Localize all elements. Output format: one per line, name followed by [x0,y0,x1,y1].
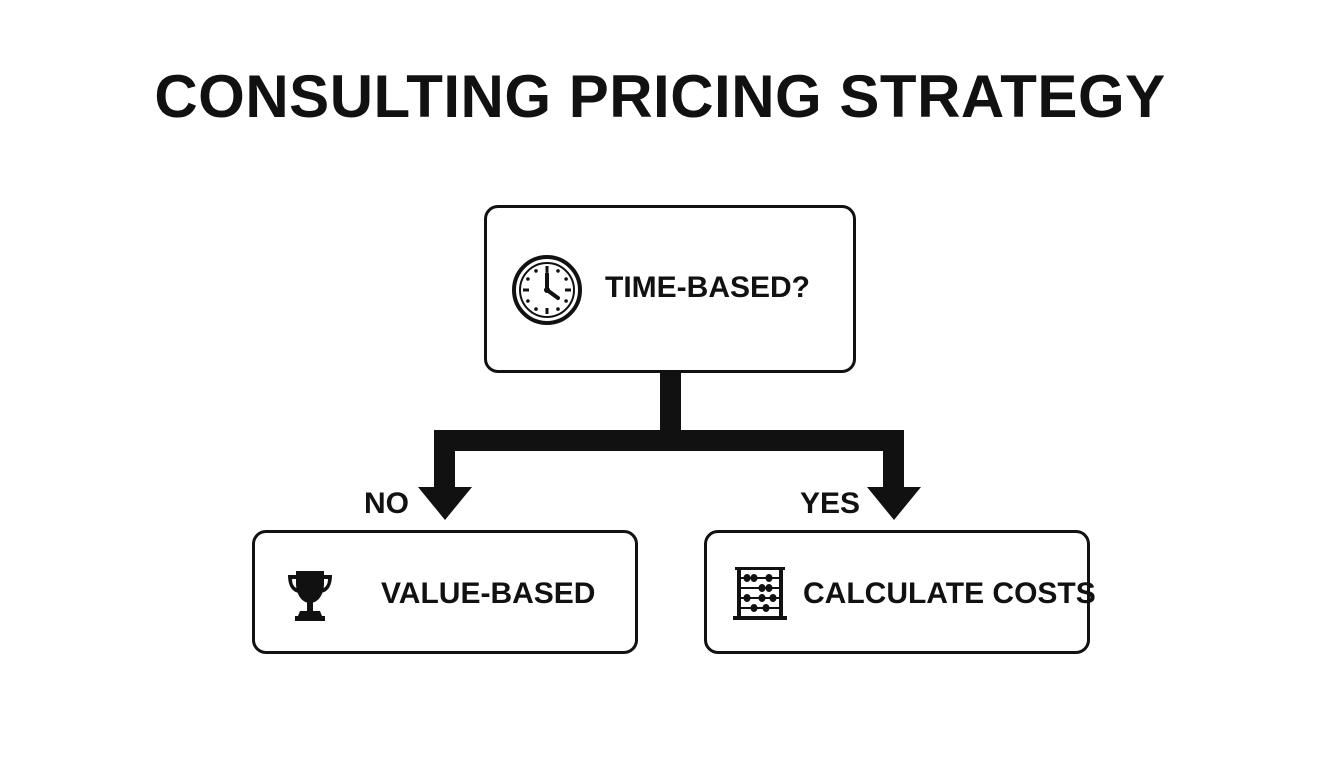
node-label-calculate-costs: CALCULATE COSTS [803,577,1096,610]
node-label-time-based: TIME-BASED? [605,271,810,304]
connector-left-drop [434,430,455,490]
branch-label-yes: YES [800,487,861,520]
node-label-value-based: VALUE-BASED [381,577,596,610]
outcome-node-calculate-costs: CALCULATE COSTS [704,530,1096,654]
outcome-node-value-based: VALUE-BASED [252,530,638,654]
arrow-down-right [867,487,921,520]
clock-icon [511,254,583,331]
connector-crossbar [434,430,904,451]
decision-node-time-based: TIME-BASED? [484,205,856,373]
branch-label-no: NO [364,487,409,520]
connector-stem [660,373,681,434]
arrow-down-left [418,487,472,520]
trophy-icon [285,567,335,628]
diagram-title: CONSULTING PRICING STRATEGY [154,63,1166,130]
abacus-icon [733,565,787,626]
connector-right-drop [883,430,904,490]
